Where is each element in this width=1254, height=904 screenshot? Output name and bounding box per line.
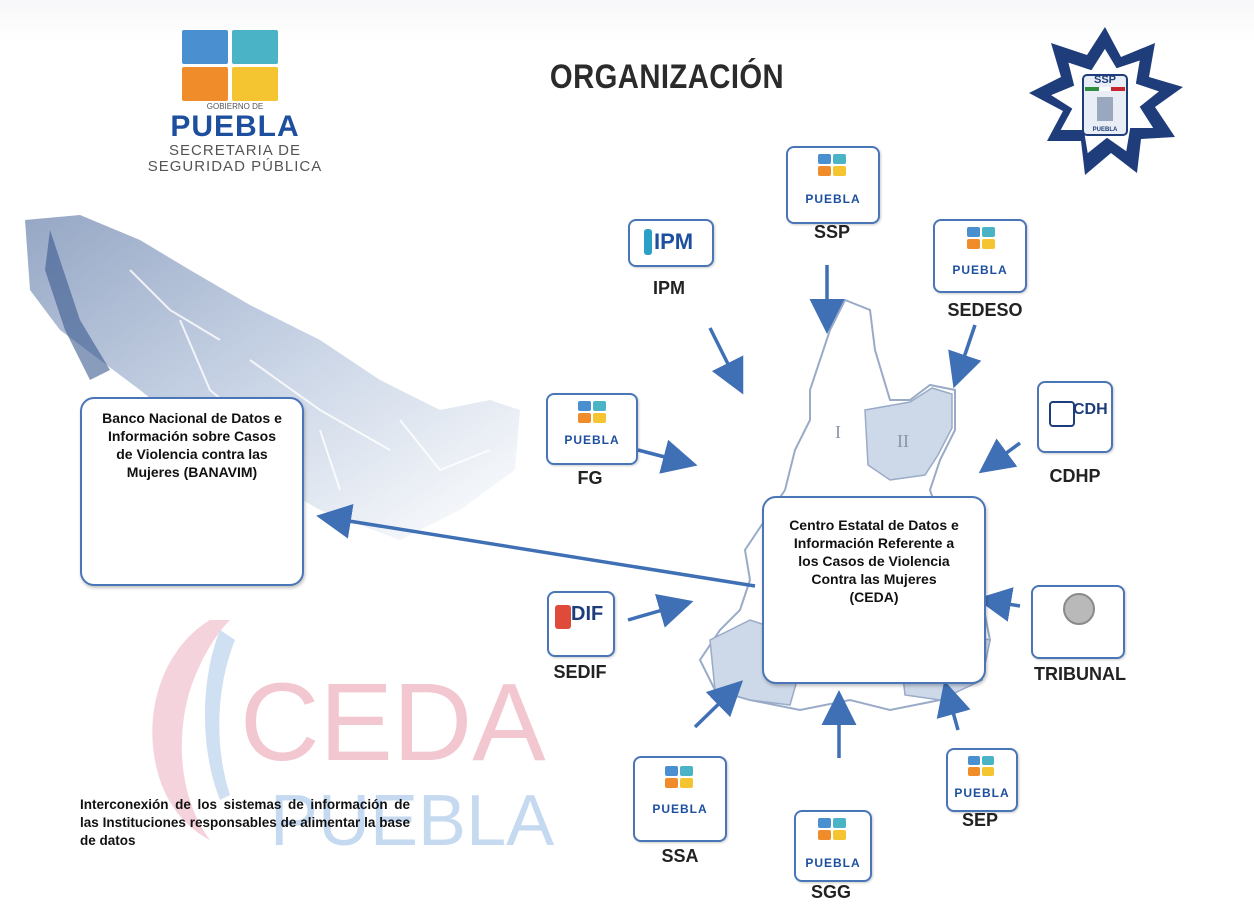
label-sep: SEP bbox=[961, 810, 999, 830]
label-fg: FG bbox=[577, 468, 603, 488]
watermark-ceda: CEDA bbox=[240, 661, 546, 784]
sgg-logo: PUEBLA bbox=[794, 810, 872, 882]
label-sgg: SGG bbox=[810, 882, 851, 902]
fg-logo-word: PUEBLA bbox=[564, 433, 620, 447]
sep-logo-word: PUEBLA bbox=[954, 786, 1010, 800]
cdhp-emblem-icon bbox=[1049, 401, 1075, 427]
arrow-sep bbox=[936, 680, 971, 731]
ceda-watermark: CEDA PUEBLA bbox=[152, 620, 554, 860]
tribunal-logo bbox=[1031, 585, 1125, 659]
mexico-map bbox=[25, 215, 520, 540]
region-ii-label: II bbox=[897, 431, 909, 451]
label-ipm: IPM bbox=[652, 278, 685, 298]
cdhp-logo: CDH bbox=[1037, 381, 1113, 453]
banavim-text: Banco Nacional de Datos e Información so… bbox=[102, 410, 282, 480]
label-ssp: SSP bbox=[813, 222, 851, 242]
cdhp-logo-text: CDH bbox=[1073, 401, 1108, 418]
label-cdhp: CDHP bbox=[1049, 466, 1101, 486]
sgg-logo-word: PUEBLA bbox=[805, 856, 861, 870]
arrow-fg bbox=[637, 439, 698, 474]
badge-puebla-text: PUEBLA bbox=[1093, 127, 1118, 133]
sedif-logo: DIF bbox=[547, 591, 615, 657]
ssa-logo-word: PUEBLA bbox=[652, 802, 708, 816]
label-sedeso: SEDESO bbox=[947, 300, 1023, 320]
arrow-cdhp bbox=[978, 438, 1022, 474]
seguridad-publica-text: SEGURIDAD PÚBLICA bbox=[147, 158, 323, 175]
banavim-box: Banco Nacional de Datos e Información so… bbox=[80, 397, 304, 586]
ssa-logo: PUEBLA bbox=[633, 756, 727, 842]
gobierno-text: GOBIERNO DE bbox=[206, 102, 264, 111]
ssp-logo: PUEBLA bbox=[786, 146, 880, 224]
region-i-label: I bbox=[835, 422, 841, 442]
arrow-tribunal bbox=[976, 587, 1021, 622]
ipm-logo: IPM bbox=[628, 219, 714, 267]
page-title: ORGANIZACIÓN bbox=[549, 58, 785, 96]
label-ssa: SSA bbox=[661, 846, 699, 866]
ssp-logo-word: PUEBLA bbox=[805, 192, 861, 206]
arrow-ipm bbox=[708, 327, 744, 395]
arrow-ceda-to-banavim bbox=[316, 504, 756, 588]
sep-logo: PUEBLA bbox=[946, 748, 1018, 812]
fg-logo: PUEBLA bbox=[546, 393, 638, 465]
arrow-sedeso bbox=[948, 324, 982, 389]
sedeso-logo: PUEBLA bbox=[933, 219, 1027, 293]
label-tribunal: TRIBUNAL bbox=[1034, 664, 1126, 684]
ipm-mark-icon bbox=[644, 229, 652, 255]
badge-ssp-text: SSP bbox=[1094, 74, 1116, 86]
arrow-ssa bbox=[693, 680, 744, 729]
sedeso-logo-word: PUEBLA bbox=[952, 263, 1008, 277]
watermark-puebla: PUEBLA bbox=[270, 781, 554, 860]
secretaria-text: SECRETARIA DE bbox=[169, 142, 301, 159]
arrow-sedif bbox=[627, 594, 694, 628]
ceda-text: Centro Estatal de Datos e Información Re… bbox=[789, 517, 959, 605]
tribunal-seal-icon bbox=[1063, 593, 1095, 625]
ceda-box: Centro Estatal de Datos e Información Re… bbox=[762, 496, 986, 684]
label-sedif: SEDIF bbox=[553, 662, 607, 682]
ipm-logo-text: IPM bbox=[654, 229, 694, 254]
dif-mark-icon bbox=[555, 605, 571, 629]
puebla-ssp-logo: GOBIERNO DE PUEBLA SECRETARIA DE SEGURID… bbox=[110, 30, 360, 180]
sedif-logo-text: DIF bbox=[571, 603, 604, 625]
puebla-wordmark: PUEBLA bbox=[170, 110, 300, 143]
footnote-text: Interconexión de los sistemas de informa… bbox=[80, 797, 410, 848]
police-star-badge-icon: SSP PUEBLA bbox=[1029, 27, 1183, 175]
